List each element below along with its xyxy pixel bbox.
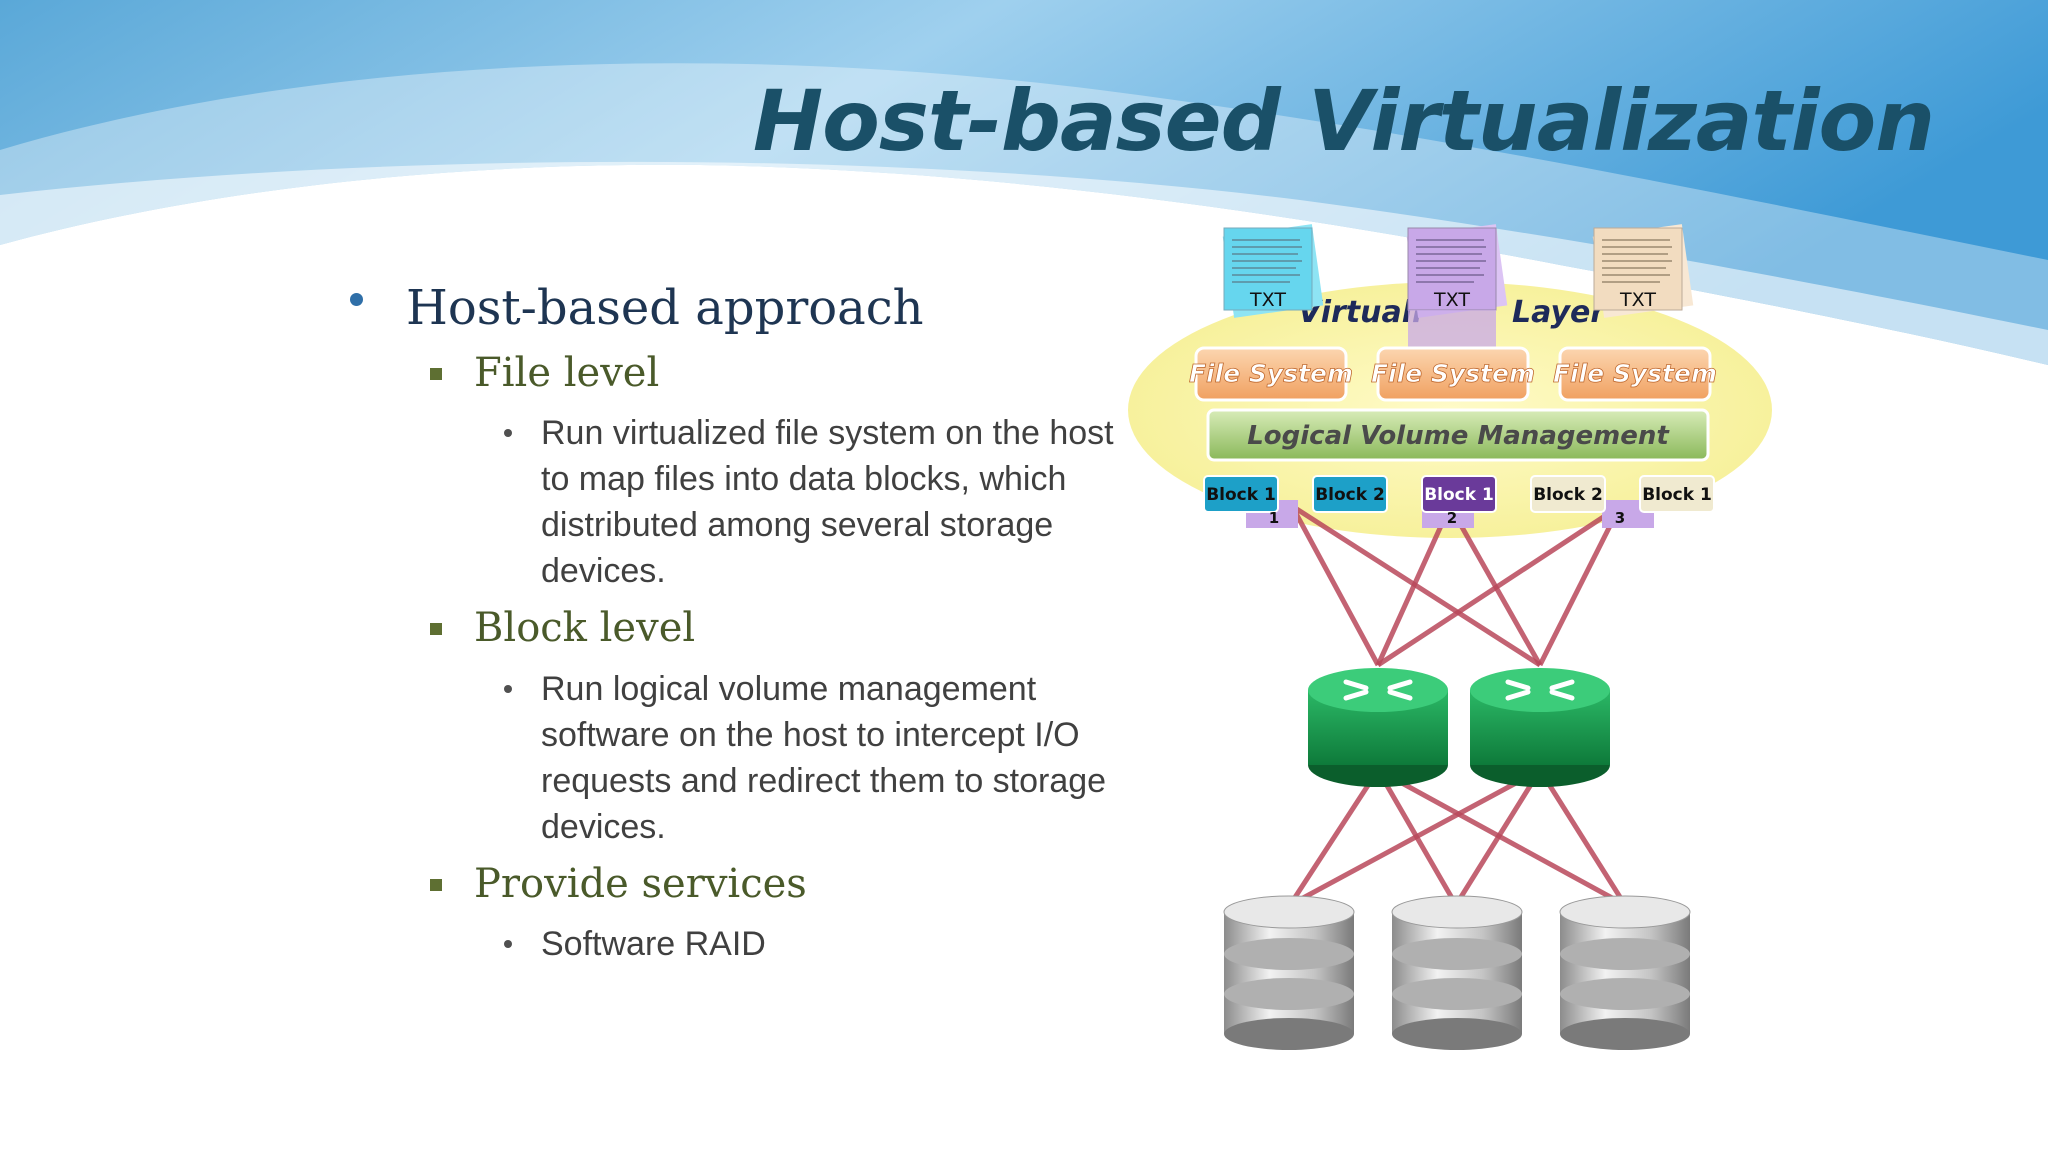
virtualization-diagram: Virtuali Layer [1128, 224, 1772, 1050]
block-number: 3 [1615, 509, 1625, 527]
file-document-1: TXT [1222, 224, 1324, 318]
logical-volume-management-bar: Logical Volume Management [1206, 408, 1710, 462]
bullet-dot-small [504, 940, 512, 948]
file-system-box-1: File System [1189, 346, 1353, 402]
bullet-square [430, 879, 442, 891]
block-label: Block 2 [1315, 485, 1385, 505]
file-system-label: File System [1553, 359, 1717, 388]
block-box [1312, 475, 1388, 513]
slide-title: Host-based Virtualization [752, 72, 1935, 170]
block-label: Block 1 [1642, 485, 1712, 505]
bullet-file-level: File level [474, 350, 660, 396]
upper-cables [1289, 503, 1623, 668]
file-document-2: TXT [1406, 224, 1508, 356]
storage-disk-icon [1223, 895, 1355, 1050]
file-system-box-3: File System [1553, 346, 1717, 402]
router-icon [1308, 668, 1448, 787]
file-label: TXT [1619, 289, 1656, 311]
bullet-dot [350, 293, 363, 306]
bullet-square [430, 368, 442, 380]
bullet-provide-services: Provide services [474, 861, 807, 907]
storage-disk-icon [1391, 895, 1523, 1050]
file-label: TXT [1433, 289, 1470, 311]
block-box [1203, 475, 1279, 513]
bullet-dot-small [504, 685, 512, 693]
block-label: Block 1 [1206, 485, 1276, 505]
block-number: 2 [1447, 509, 1457, 527]
lvm-label: Logical Volume Management [1247, 421, 1670, 451]
file-system-label: File System [1371, 359, 1535, 388]
block-box [1530, 475, 1606, 513]
storage-disk-icon [1559, 895, 1691, 1050]
bullet-file-level-detail: Run virtualized file system on the host … [541, 414, 1114, 590]
bullet-list: Host-based approach File level Run virtu… [350, 280, 1114, 963]
bullet-block-level-detail: Run logical volume management software o… [541, 670, 1107, 846]
block-box [1421, 475, 1497, 513]
file-system-label: File System [1189, 359, 1353, 388]
block-label: Block 2 [1533, 485, 1603, 505]
block-label: Block 1 [1424, 485, 1494, 505]
block-box [1639, 475, 1715, 513]
lower-cables [1287, 767, 1628, 908]
file-system-box-2: File System [1371, 346, 1535, 402]
block-row: Block 1 Block 2 Block 1 Block 2 Block 1 … [1203, 475, 1715, 528]
bullet-dot-small [504, 429, 512, 437]
text-lines [1602, 239, 1672, 283]
router-icon [1470, 668, 1610, 787]
block-number: 1 [1269, 509, 1279, 527]
text-lines [1232, 239, 1302, 283]
bullet-block-level: Block level [474, 605, 696, 651]
text-lines [1416, 239, 1486, 283]
file-label: TXT [1249, 289, 1286, 311]
layer-label-right: Layer [1512, 295, 1607, 330]
bullet-square [430, 623, 442, 635]
file-document-3: TXT [1592, 224, 1694, 318]
bullet-main: Host-based approach [406, 280, 924, 336]
bullet-provide-services-detail: Software RAID [541, 925, 766, 963]
